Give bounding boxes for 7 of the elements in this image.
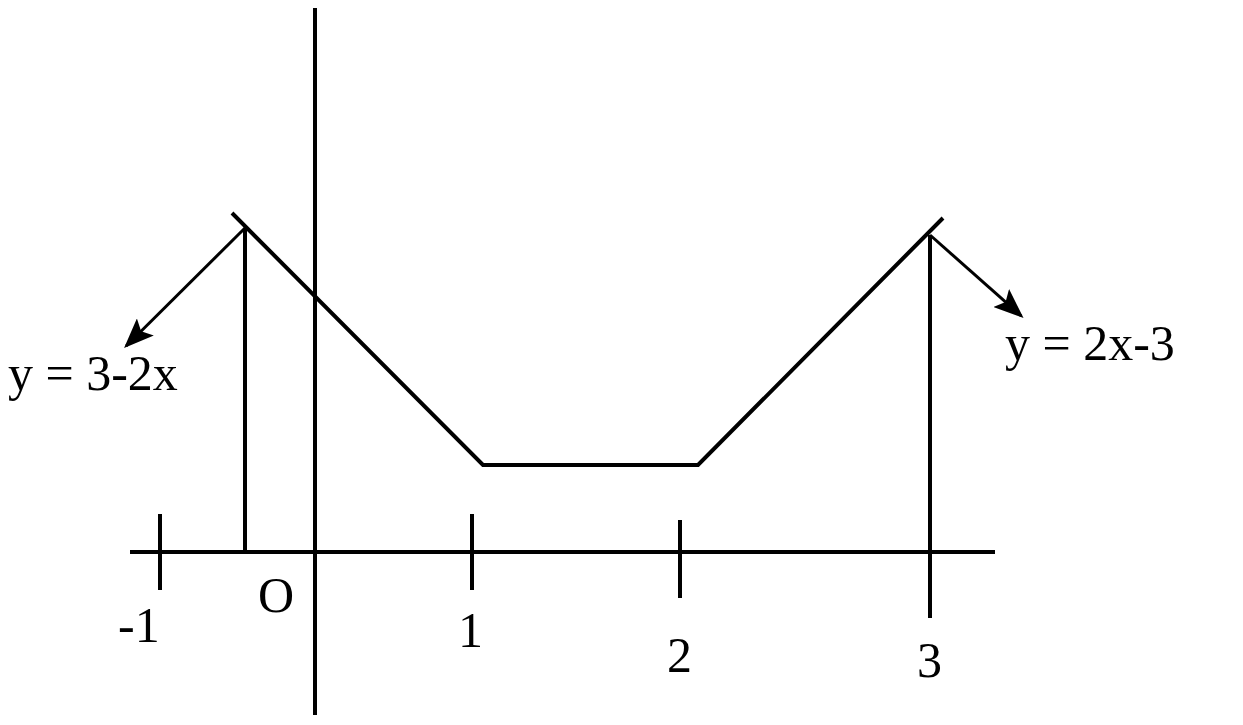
leader-arrow	[124, 226, 247, 349]
tick-label: -1	[118, 600, 160, 650]
tick-label: 3	[917, 635, 942, 685]
leader-arrow	[929, 233, 1024, 318]
tick-label: 2	[667, 630, 692, 680]
origin-label: O	[258, 570, 295, 620]
tick-label: 1	[458, 605, 483, 655]
